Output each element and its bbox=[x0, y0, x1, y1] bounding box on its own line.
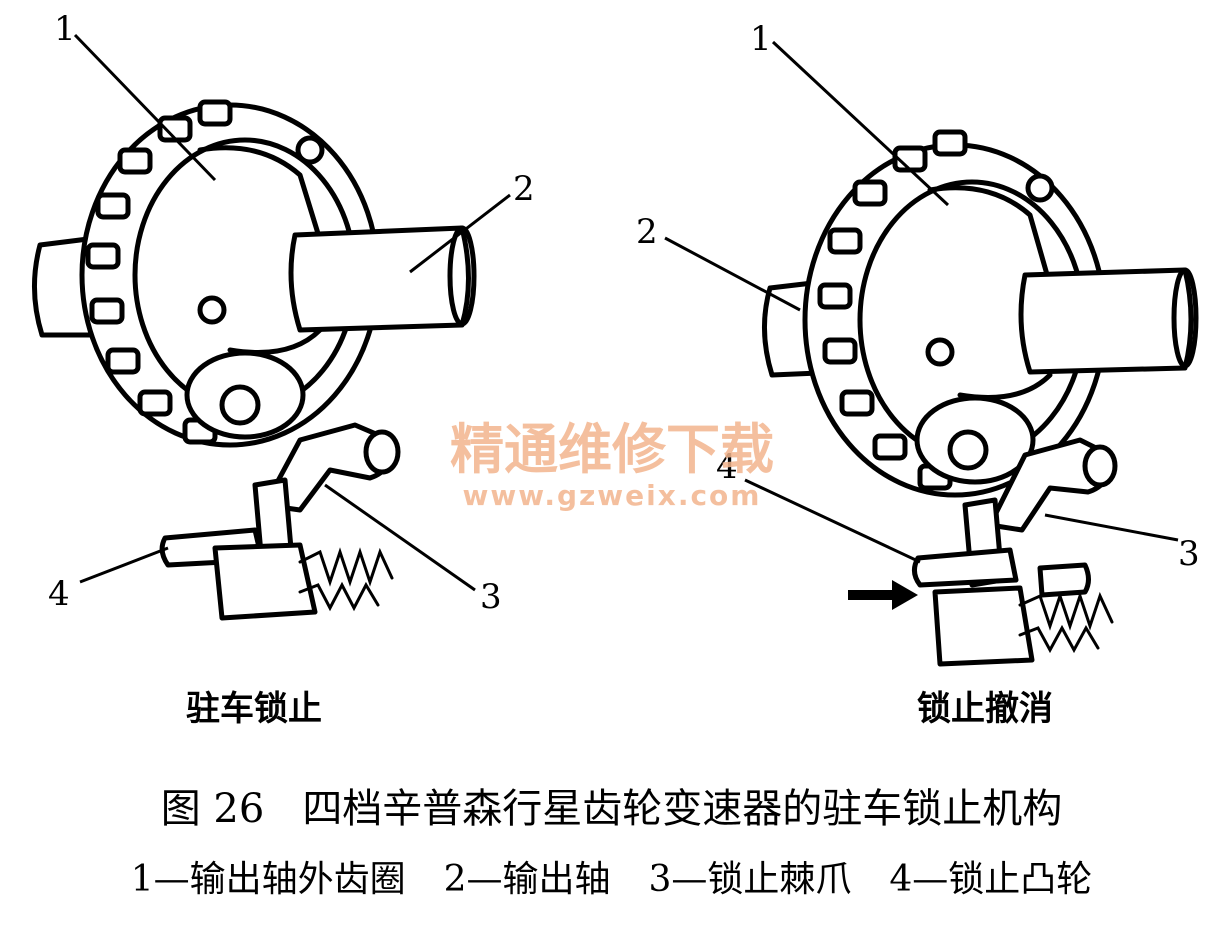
figure-title: 图 26 四档辛普森行星齿轮变速器的驻车锁止机构 bbox=[0, 776, 1223, 834]
push-arrow-icon bbox=[848, 580, 918, 610]
legend-item-4: 4—锁止凸轮 bbox=[889, 859, 1093, 900]
left-labels: 1 2 3 4 bbox=[48, 9, 535, 617]
figure-title-text: 四档辛普森行星齿轮变速器的驻车锁止机构 bbox=[302, 786, 1063, 832]
left-bracket bbox=[212, 542, 318, 621]
right-spring bbox=[1018, 591, 1114, 654]
figure-legend: 1—输出轴外齿圈 2—输出轴 3—锁止棘爪 4—锁止凸轮 bbox=[0, 850, 1223, 902]
right-label-3: 3 bbox=[1178, 534, 1200, 574]
left-assembly bbox=[32, 99, 477, 621]
watermark-title: 精通维修下载 bbox=[450, 418, 774, 481]
legend-item-2: 2—输出轴 bbox=[443, 859, 611, 900]
legend-item-1: 1—输出轴外齿圈 bbox=[130, 859, 406, 900]
watermark-url: www.gzweix.com bbox=[463, 479, 762, 512]
left-spring bbox=[298, 547, 394, 612]
right-label-1: 1 bbox=[750, 19, 772, 59]
right-label-4: 4 bbox=[716, 447, 738, 487]
right-bracket bbox=[932, 585, 1035, 667]
right-assembly bbox=[762, 129, 1199, 667]
left-label-1: 1 bbox=[54, 9, 76, 49]
left-label-3: 3 bbox=[480, 577, 502, 617]
figure-number: 图 26 bbox=[160, 786, 265, 832]
right-output-shaft bbox=[1018, 267, 1194, 375]
legend-item-3: 3—锁止棘爪 bbox=[648, 859, 852, 900]
right-lock-cam bbox=[912, 547, 1019, 588]
left-output-shaft bbox=[288, 225, 471, 333]
left-subtitle: 驻车锁止 bbox=[186, 689, 322, 729]
right-labels: 1 2 3 4 bbox=[636, 19, 1200, 574]
right-label-2: 2 bbox=[636, 212, 658, 252]
left-label-2: 2 bbox=[513, 169, 535, 209]
left-label-4: 4 bbox=[48, 574, 70, 614]
right-subtitle: 锁止撤消 bbox=[917, 689, 1053, 729]
